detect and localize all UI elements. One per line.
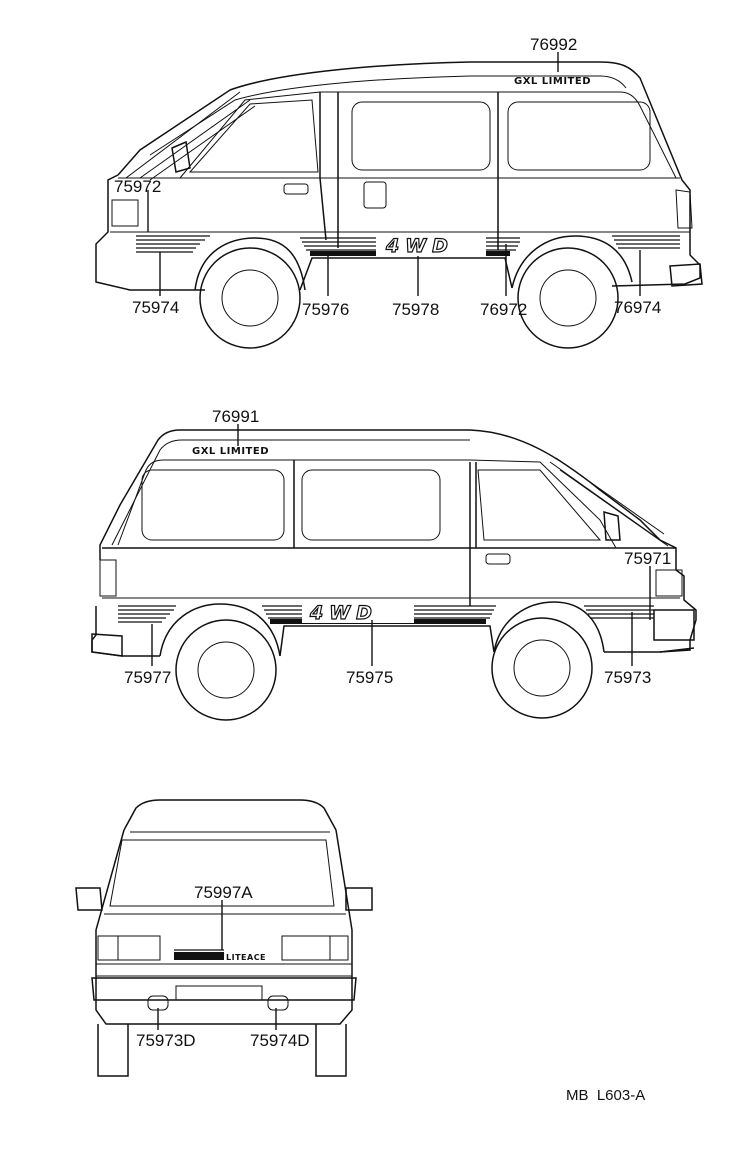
callout-75973D: 75973D [136, 1031, 196, 1050]
awd-decal: 4WD [385, 235, 454, 257]
gxl-limited-badge: GXL LIMITED [192, 446, 269, 457]
van-rear-view: LITEACE 75997A 75973D 75974D [75, 799, 373, 1077]
callout-75972: 75972 [114, 177, 161, 196]
callout-76992: 76992 [530, 35, 577, 54]
gxl-limited-badge: GXL LIMITED [514, 76, 591, 87]
stripe-decal-rear [612, 235, 680, 249]
awd-decal: 4WD [309, 602, 378, 624]
callout-76972: 76972 [480, 300, 527, 319]
callout-75975: 75975 [346, 668, 393, 687]
callout-75997A: 75997A [194, 883, 253, 902]
callout-75971: 75971 [624, 549, 671, 568]
callout-76991: 76991 [212, 407, 259, 426]
callout-75977: 75977 [124, 668, 171, 687]
callout-75976: 75976 [302, 300, 349, 319]
callout-76974: 76974 [614, 298, 661, 317]
van-body-outline [95, 61, 703, 349]
callout-75974: 75974 [132, 298, 179, 317]
van-left-side-view: 4WD GXL LIMITED 76991 75971 75977 75975 … [91, 407, 697, 721]
svg-text:LITEACE: LITEACE [226, 953, 266, 962]
callout-75973: 75973 [604, 668, 651, 687]
stripe-decal-rear [118, 605, 176, 623]
drawing-reference-code: MB L603-A [566, 1087, 645, 1104]
callout-75974D: 75974D [250, 1031, 310, 1050]
liteace-emblem: LITEACE [174, 949, 266, 962]
stripe-decal-front [136, 235, 210, 253]
van-right-side-view: 4WD GXL LIMITED 76992 75972 75974 75976 … [95, 35, 703, 349]
stripe-decal-front [584, 605, 654, 619]
callout-75978: 75978 [392, 300, 439, 319]
van-body-outline [75, 799, 373, 1077]
van-body-outline [91, 429, 697, 721]
